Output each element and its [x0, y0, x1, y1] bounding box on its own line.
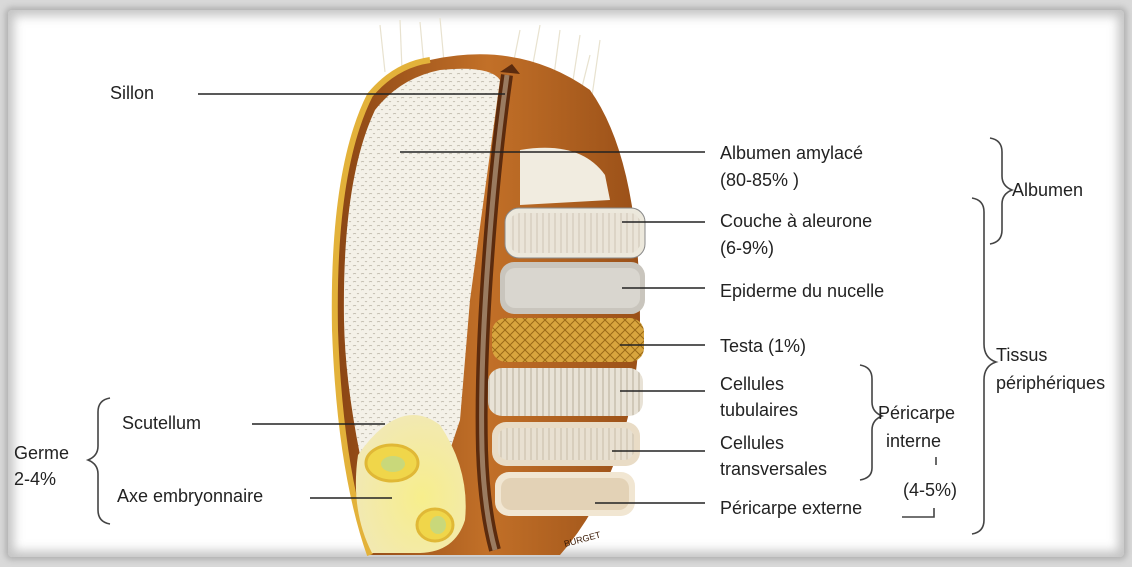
label-albumen: Albumen	[1012, 177, 1083, 203]
label-cellules-tubulaires-2: tubulaires	[720, 397, 798, 423]
brace-albumen	[990, 138, 1012, 244]
label-scutellum: Scutellum	[122, 410, 201, 436]
label-sillon: Sillon	[110, 80, 154, 106]
bracket-pericarpe	[902, 508, 934, 517]
label-axe-embryonnaire: Axe embryonnaire	[117, 483, 263, 509]
label-germe-pct: 2-4%	[14, 466, 56, 492]
label-couche-aleurone-pct: (6-9%)	[720, 235, 774, 261]
layer-pericarpe-externe	[495, 472, 635, 516]
label-cellules-tubulaires-1: Cellules	[720, 371, 784, 397]
label-pericarpe-interne-2: interne	[886, 428, 941, 454]
label-germe: Germe	[14, 440, 69, 466]
layer-aleurone	[505, 208, 645, 258]
brace-tissus	[972, 198, 996, 534]
label-epiderme: Epiderme du nucelle	[720, 278, 884, 304]
layer-tubulaires	[488, 368, 643, 416]
label-couche-aleurone: Couche à aleurone	[720, 208, 872, 234]
layer-transversales	[492, 422, 640, 466]
label-tissus-2: périphériques	[996, 370, 1105, 396]
label-pericarpe-externe: Péricarpe externe	[720, 495, 862, 521]
label-albumen-amylace: Albumen amylacé	[720, 140, 863, 166]
scutellum-core	[381, 456, 405, 472]
label-cellules-transversales-2: transversales	[720, 456, 827, 482]
layer-testa	[492, 318, 644, 362]
label-testa: Testa (1%)	[720, 333, 806, 359]
brace-germe	[88, 398, 110, 524]
embryo-core	[430, 516, 446, 534]
label-tissus-1: Tissus	[996, 342, 1047, 368]
label-albumen-amylace-pct: (80-85% )	[720, 167, 799, 193]
label-pericarpe-interne-1: Péricarpe	[878, 400, 955, 426]
label-cellules-transversales-1: Cellules	[720, 430, 784, 456]
label-pericarpe-pct: (4-5%)	[903, 477, 957, 503]
